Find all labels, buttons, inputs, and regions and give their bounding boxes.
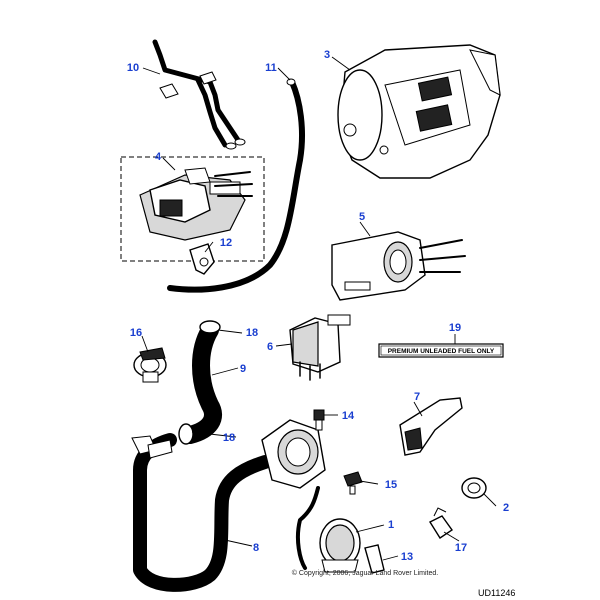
- part-17-clip: [428, 507, 453, 539]
- callout-12: 12: [220, 237, 232, 249]
- callout-3: 3: [324, 49, 330, 61]
- callout-5: 5: [359, 211, 365, 223]
- filler-neck-head: [261, 419, 326, 570]
- callout-11: 11: [265, 62, 277, 74]
- part-9-filler-hose: [178, 320, 222, 445]
- part-1-fuel-cap: [319, 518, 361, 573]
- callout-17: 17: [455, 542, 467, 554]
- part-11-vent-hose: [167, 78, 305, 293]
- part-7-door-release: [399, 397, 463, 456]
- callout-15: 15: [385, 479, 397, 491]
- callout-16: 16: [130, 327, 142, 339]
- part-5-filler-door: [331, 231, 466, 301]
- callout-18-bottom: 18: [223, 432, 235, 444]
- part-14-bolt: [313, 409, 325, 431]
- part-12-clip: [189, 243, 215, 275]
- part-15-screw: [343, 471, 363, 495]
- callout-13: 13: [401, 551, 413, 563]
- part-10-bracket-pipe: [152, 39, 246, 150]
- part-4-valve-assembly: [120, 156, 265, 262]
- part-8-fuel-pipe: [131, 433, 272, 592]
- callout-4: 4: [155, 151, 162, 163]
- part-3-filler-housing: [337, 44, 501, 179]
- leader-lines: [141, 56, 497, 561]
- copyright-text: © Copyright, 2006, Jaguar Land Rover Lim…: [292, 569, 438, 577]
- callout-numbers: 10 11 3 4 12 5 6 16 18 9 18 14 7 15 2 1 …: [127, 49, 509, 563]
- callout-1: 1: [388, 519, 394, 531]
- fuel-label-text: PREMIUM UNLEADED FUEL ONLY: [388, 348, 495, 355]
- callout-10: 10: [127, 62, 139, 74]
- part-16-clamp: [133, 347, 167, 383]
- callout-6: 6: [267, 341, 273, 353]
- callout-8: 8: [253, 542, 259, 554]
- callout-2: 2: [503, 502, 509, 514]
- callout-9: 9: [240, 363, 246, 375]
- part-2-grommet: [461, 477, 487, 499]
- callout-7: 7: [414, 391, 420, 403]
- callout-18-top: 18: [246, 327, 258, 339]
- callout-14: 14: [342, 410, 355, 422]
- callout-19: 19: [449, 322, 461, 334]
- part-6-solenoid: [289, 314, 351, 381]
- reference-code: UD11246: [478, 588, 515, 598]
- part-19-label: PREMIUM UNLEADED FUEL ONLY: [378, 343, 504, 358]
- part-13-tether: [364, 544, 385, 574]
